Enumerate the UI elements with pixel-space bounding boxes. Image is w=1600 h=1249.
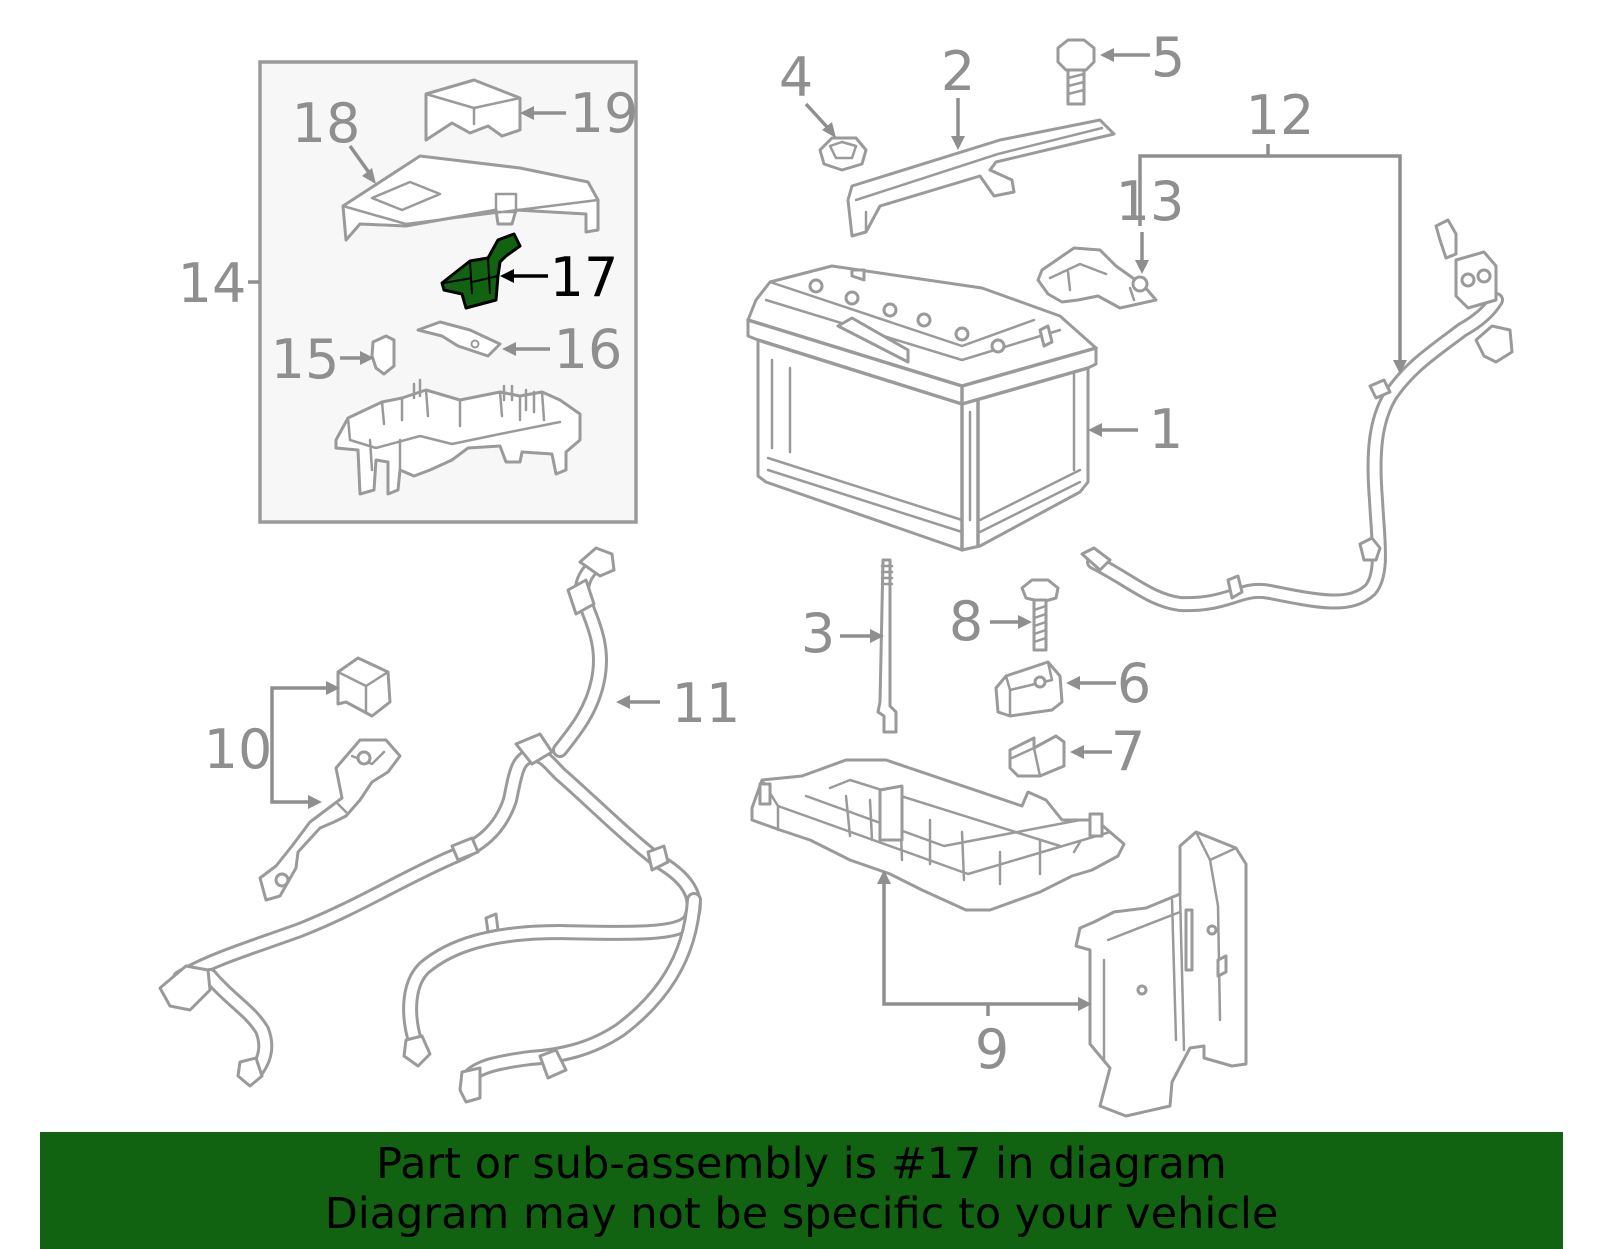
callout-3: 3 [801, 602, 835, 665]
part-9-bracket[interactable] [1074, 830, 1248, 1118]
part-5-bolt[interactable] [1056, 38, 1096, 106]
leader-19 [520, 106, 566, 120]
callout-10: 10 [204, 718, 273, 781]
part-8-bolt[interactable] [1020, 578, 1060, 652]
leader-15 [340, 351, 374, 365]
part-10-terminal[interactable] [258, 738, 402, 902]
callout-1: 1 [1149, 398, 1183, 461]
callout-19: 19 [570, 82, 639, 145]
banner-line-1: Part or sub-assembly is #17 in diagram [376, 1139, 1227, 1189]
leader-10 [270, 681, 340, 809]
part-15-clip[interactable] [370, 334, 396, 376]
callout-14: 14 [178, 252, 247, 315]
part-13-terminal-clamp[interactable] [1036, 246, 1158, 310]
part-17-highlighted[interactable] [440, 232, 522, 310]
leader-6 [1066, 676, 1116, 690]
callout-8: 8 [949, 590, 983, 653]
leader-13 [1135, 232, 1149, 274]
leader-17 [500, 269, 548, 283]
callout-2: 2 [941, 40, 975, 103]
part-16-bus-plate[interactable] [416, 320, 502, 358]
callout-11: 11 [672, 672, 741, 735]
leader-7 [1070, 745, 1112, 759]
banner-line-2: Diagram may not be specific to your vehi… [324, 1189, 1279, 1239]
part-4-nut[interactable] [818, 136, 868, 172]
callout-5: 5 [1151, 26, 1185, 89]
part-19-cover-cap[interactable] [424, 78, 522, 142]
fuse-box-base [334, 378, 582, 496]
callout-4: 4 [779, 46, 813, 109]
part-6-block[interactable] [994, 660, 1064, 718]
fuse-box-inset [248, 60, 638, 524]
callout-17: 17 [550, 246, 619, 309]
callout-13: 13 [1116, 170, 1185, 233]
callout-16: 16 [554, 318, 623, 381]
part-18-fuse-box-lid[interactable] [341, 154, 600, 242]
part-11-positive-cable[interactable] [158, 546, 702, 1104]
part-7-bracket[interactable] [1008, 734, 1066, 778]
leader-4 [804, 102, 836, 138]
leader-8 [990, 615, 1032, 629]
leader-2 [951, 98, 965, 150]
leader-18 [348, 144, 376, 184]
callout-15: 15 [271, 328, 340, 391]
callout-7: 7 [1111, 720, 1145, 783]
part-1-battery[interactable] [746, 264, 1098, 552]
leader-12 [1138, 144, 1407, 374]
leader-3 [840, 629, 884, 643]
part-2-hold-down-bracket[interactable] [846, 118, 1116, 238]
leader-16 [502, 342, 550, 356]
leader-11 [616, 695, 660, 709]
callout-18: 18 [292, 92, 361, 155]
part-10-relay[interactable] [336, 656, 392, 718]
callout-6: 6 [1117, 652, 1151, 715]
leader-1 [1088, 423, 1138, 437]
leader-5 [1100, 48, 1150, 62]
part-3-hold-down-rod[interactable] [876, 558, 898, 734]
callout-12: 12 [1246, 84, 1315, 147]
callout-9: 9 [975, 1018, 1009, 1081]
leader-9 [877, 870, 1092, 1016]
part-9-battery-tray[interactable] [750, 758, 1126, 912]
info-banner: Part or sub-assembly is #17 in diagram D… [40, 1132, 1563, 1249]
part-12-negative-cable[interactable] [1080, 218, 1514, 613]
